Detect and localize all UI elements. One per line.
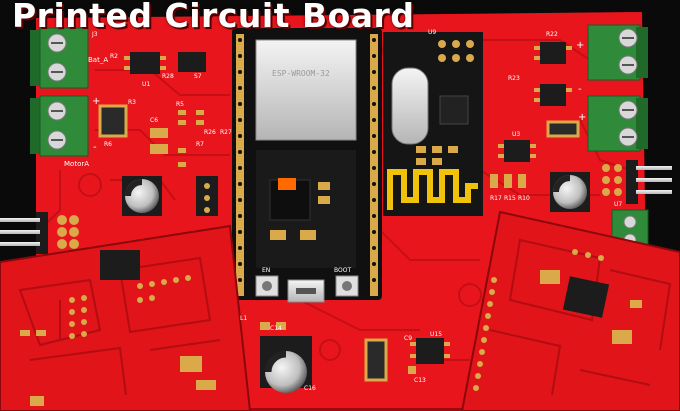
label-boot: BOOT: [334, 267, 351, 274]
pcb-antenna: [387, 169, 478, 210]
label-module-name: ESP-WROOM-32: [272, 69, 330, 78]
label-en: EN: [262, 267, 270, 274]
label-r10: R10: [518, 195, 530, 202]
terminal-block-top-right: [587, 24, 648, 81]
secondary-board-left: [0, 224, 252, 411]
label-j3: J3: [91, 31, 98, 38]
esp32-dev-board: [232, 28, 382, 303]
label-c13: C13: [414, 377, 426, 384]
label-r27: R27: [220, 129, 232, 136]
label-minus-left: -: [93, 142, 97, 153]
label-u3: U3: [512, 131, 520, 138]
terminal-block-mid-right: [587, 95, 648, 152]
label-c14: C14: [270, 325, 282, 332]
label-r5: R5: [176, 101, 184, 108]
silkscreen: MotorA Bat_A J3 + - R2 U1 R28 S7 R3 R6 C…: [64, 29, 622, 392]
label-u1: U1: [142, 81, 150, 88]
label-c9: C9: [404, 335, 412, 342]
label-r26: R26: [204, 129, 216, 136]
label-r6: R6: [104, 141, 112, 148]
label-r23: R23: [508, 75, 520, 82]
label-s7: S7: [194, 73, 202, 80]
label-u7: U7: [614, 201, 622, 208]
label-c16: C16: [304, 385, 316, 392]
pin-header-left: [0, 212, 79, 254]
nrf-module: [383, 32, 483, 216]
label-u9: U9: [428, 29, 436, 36]
smd-parts-right: [490, 42, 580, 188]
label-plus-right: +: [576, 40, 584, 51]
page-title: Printed Circuit Board: [12, 0, 415, 35]
terminal-block-top-left: [30, 27, 89, 89]
label-c6: C6: [150, 117, 158, 124]
secondary-board-right: [460, 210, 680, 411]
label-motor-a: MotorA: [64, 160, 89, 168]
label-r3: R3: [128, 99, 136, 106]
label-plus-right-2: +: [578, 112, 586, 123]
label-r7: R7: [196, 141, 204, 148]
label-r28: R28: [162, 73, 174, 80]
label-plus-left: +: [92, 96, 100, 107]
capacitor-right: [550, 172, 590, 212]
label-r17: R17: [490, 195, 502, 202]
label-u15: U15: [430, 331, 442, 338]
capacitor-left: [122, 176, 162, 216]
terminal-block-mid-left: [30, 95, 89, 157]
smd-parts-left: [98, 52, 218, 216]
label-l1: L1: [240, 315, 247, 322]
smd-parts-bottom: [260, 322, 450, 393]
label-minus-right: -: [578, 84, 582, 95]
label-bat: Bat_A: [88, 56, 108, 64]
pin-header-right: [602, 160, 672, 204]
label-r15: R15: [504, 195, 516, 202]
label-r2-left: R2: [110, 53, 118, 60]
label-r22: R22: [546, 31, 558, 38]
